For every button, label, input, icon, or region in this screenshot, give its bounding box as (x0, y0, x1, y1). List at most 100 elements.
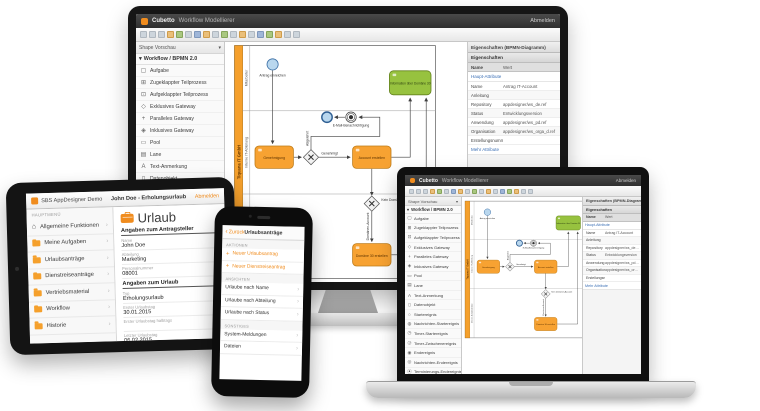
task-information[interactable]: Information über Domäne 30 (555, 215, 581, 231)
palette-item-zugeklappter-teilprozess[interactable]: ⊞Zugeklappter Teilprozess (136, 77, 224, 89)
palette-item-aufgabe[interactable]: ▢Aufgabe (136, 65, 224, 77)
message-event[interactable] (345, 111, 357, 123)
toolbar-icon[interactable] (266, 31, 273, 38)
list-item-dateien[interactable]: Dateien› (219, 341, 303, 356)
toolbar-icon[interactable] (528, 188, 533, 194)
end-event[interactable] (321, 111, 333, 124)
chevron-down-icon[interactable]: ▾ (455, 198, 458, 204)
toolbar-icon[interactable] (185, 31, 192, 38)
main-attributes-link[interactable]: Haupt-Attribute (468, 72, 560, 82)
start-event[interactable] (266, 58, 279, 71)
palette-item-inklusives-gateway[interactable]: ◈Inklusives Gateway (405, 262, 461, 272)
toolbar-icon[interactable] (284, 31, 291, 38)
toolbar-icon[interactable] (444, 188, 449, 194)
toolbar-icon[interactable] (437, 188, 442, 194)
task-domaene-erstellen[interactable]: Domäne 30 erstellen (352, 243, 392, 267)
toolbar-icon[interactable] (465, 188, 470, 194)
exclusive-gateway-2[interactable] (540, 289, 551, 299)
toolbar-icon[interactable] (293, 31, 300, 38)
exclusive-gateway-1[interactable] (302, 149, 320, 166)
palette-item-datenobjekt[interactable]: ▯Datenobjekt (405, 300, 461, 310)
chevron-down-icon[interactable]: ▾ (218, 44, 221, 51)
toolbar-icon[interactable] (257, 31, 264, 38)
palette-item-paralleles-gateway[interactable]: +Paralleles Gateway (136, 113, 224, 125)
palette-item-zugeklappter-teilprozess[interactable]: ⊞Zugeklappter Teilprozess (405, 224, 461, 234)
toolbar-icon[interactable] (493, 188, 498, 194)
back-button[interactable]: ‹Zurück (225, 228, 245, 236)
logout-link[interactable]: Abmelden (194, 192, 220, 200)
toolbar-icon[interactable] (479, 188, 484, 194)
toolbar-icon[interactable] (239, 31, 246, 38)
task-information[interactable]: Information über Domäne 30 (389, 70, 432, 96)
toolbar-icon[interactable] (176, 31, 183, 38)
property-row[interactable]: Erstellungsnummer (468, 136, 560, 145)
toolbar-icon[interactable] (507, 188, 512, 194)
palette-item-lane[interactable]: ▤Lane (405, 281, 461, 291)
toolbar-icon[interactable] (423, 188, 428, 194)
toolbar-icon[interactable] (430, 188, 435, 194)
properties-panel-tab[interactable]: Eigenschaften (BPMN-Diagramm) (468, 42, 560, 53)
properties-panel-tab[interactable]: Eigenschaften (BPMN-Diagramm) (583, 197, 641, 206)
toolbar-icon[interactable] (416, 188, 421, 194)
toolbar-icon[interactable] (167, 31, 174, 38)
exclusive-gateway-1[interactable] (505, 261, 515, 272)
palette-item-lane[interactable]: ▤Lane (136, 149, 224, 161)
toolbar-icon[interactable] (514, 188, 519, 194)
main-attributes-link[interactable]: Haupt-Attribute (583, 221, 641, 230)
palette-item-endereignis[interactable]: ◉Endereignis (405, 348, 461, 358)
property-row[interactable]: Anleitung (583, 237, 641, 245)
toolbar-icon[interactable] (203, 31, 210, 38)
property-row[interactable]: Erstellungsnummer (583, 274, 641, 282)
palette-item-timer-startereignis[interactable]: ◷Timer-Startereignis (405, 329, 461, 339)
message-event[interactable] (530, 239, 537, 247)
toolbar-icon[interactable] (275, 31, 282, 38)
start-event[interactable] (483, 208, 491, 216)
exclusive-gateway-2[interactable] (363, 195, 380, 212)
palette-group[interactable]: ▾ Workflow / BPMN 2.0 (136, 54, 224, 65)
diagram-canvas[interactable]: Tiquana IT GmbH Mitarbeiter Interne IT-A… (462, 197, 582, 374)
toolbar-icon[interactable] (451, 188, 456, 194)
toolbar-icon[interactable] (521, 188, 526, 194)
palette-item-pool[interactable]: ▭Pool (405, 272, 461, 282)
toolbar-icon[interactable] (158, 31, 165, 38)
toolbar-icon[interactable] (212, 31, 219, 38)
palette-item-paralleles-gateway[interactable]: +Paralleles Gateway (405, 252, 461, 262)
toolbar-icon[interactable] (248, 31, 255, 38)
more-attributes-link[interactable]: Mehr Attribute (583, 282, 641, 290)
palette-item-aufgabe[interactable]: ▢Aufgabe (405, 214, 461, 224)
task-genehmigung[interactable]: Genehmigung (254, 145, 294, 169)
palette-item-startereignis[interactable]: ○Startereignis (405, 310, 461, 320)
palette-item-nachrichten-startereignis[interactable]: ◍Nachrichten-Startereignis (405, 320, 461, 330)
toolbar-icon[interactable] (140, 31, 147, 38)
pool-header[interactable] (464, 200, 471, 339)
palette-item-exklusives-gateway[interactable]: ◇Exklusives Gateway (405, 243, 461, 253)
end-event[interactable] (515, 239, 523, 247)
palette-item-terminierungs-endereignis[interactable]: ⦿Terminierungs-Endereignis (405, 368, 461, 374)
toolbar-icon[interactable] (221, 31, 228, 38)
toolbar-icon[interactable] (500, 188, 505, 194)
toolbar-icon[interactable] (486, 188, 491, 194)
palette-item-aufgeklappter-teilprozess[interactable]: ⊡Aufgeklappter Teilprozess (136, 89, 224, 101)
toolbar-icon[interactable] (409, 188, 414, 194)
palette-item-aufgeklappter-teilprozess[interactable]: ⊡Aufgeklappter Teilprozess (405, 233, 461, 243)
toolbar-icon[interactable] (149, 31, 156, 38)
toolbar-icon[interactable] (230, 31, 237, 38)
more-attributes-link[interactable]: Mehr Attribute (468, 145, 560, 155)
palette-item-pool[interactable]: ▭Pool (136, 137, 224, 149)
task-domaene-erstellen[interactable]: Domäne 30 erstellen (534, 317, 558, 331)
task-account-erstellen[interactable]: Account erstellen (534, 259, 558, 274)
toolbar-icon[interactable] (458, 188, 463, 194)
